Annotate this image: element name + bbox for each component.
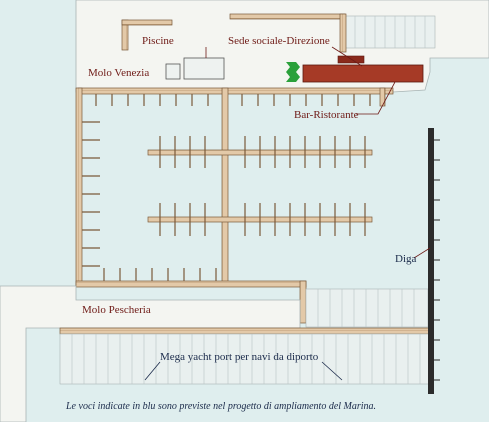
pier-south-east-vertical [299, 280, 307, 324]
caption-text: Le voci indicate in blu sono previste ne… [65, 401, 376, 412]
pier-east-stub [379, 87, 386, 107]
leader-lines-blue [144, 361, 343, 381]
pier-central-vertical [221, 87, 229, 287]
label-sede: Sede sociale-Direzione [228, 35, 330, 47]
berth-lines-mega [71, 334, 421, 384]
label-molo-venezia: Molo Venezia [88, 67, 149, 79]
pool-large [183, 57, 225, 80]
berth-lines-east [317, 289, 415, 327]
sede-building [302, 64, 424, 83]
quay-north-east [339, 13, 347, 53]
fingers-pontoon-upper [159, 136, 366, 168]
label-molo-pescheria: Molo Pescheria [82, 304, 151, 316]
pier-south-horizontal [75, 280, 307, 288]
berth-lines-north [354, 16, 426, 48]
quay-north [229, 13, 346, 20]
pier-main-north [77, 87, 394, 95]
diga-breakwater [428, 128, 434, 394]
leader-lines [205, 46, 431, 259]
green-chevron-icon [286, 62, 300, 82]
diga-ticks [434, 139, 440, 381]
pool-small [165, 63, 181, 80]
fingers-north-pier [95, 94, 371, 106]
berth-area-east [305, 288, 429, 328]
fingers-south-pier [103, 268, 217, 281]
label-bar: Bar-Ristorante [294, 109, 359, 121]
pier-west-vertical [75, 87, 83, 287]
label-diga: Diga [395, 253, 417, 265]
label-mega-yacht: Mega yacht port per navi da diporto [160, 351, 319, 363]
berth-area-north [344, 15, 436, 49]
mega-yacht-berths [59, 333, 431, 385]
pier-mega-yacht [59, 327, 431, 335]
quay-north-west-top [121, 19, 173, 26]
fingers-pontoon-lower [159, 203, 366, 236]
fingers-west-pier [82, 121, 100, 267]
label-piscine: Piscine [142, 35, 174, 47]
